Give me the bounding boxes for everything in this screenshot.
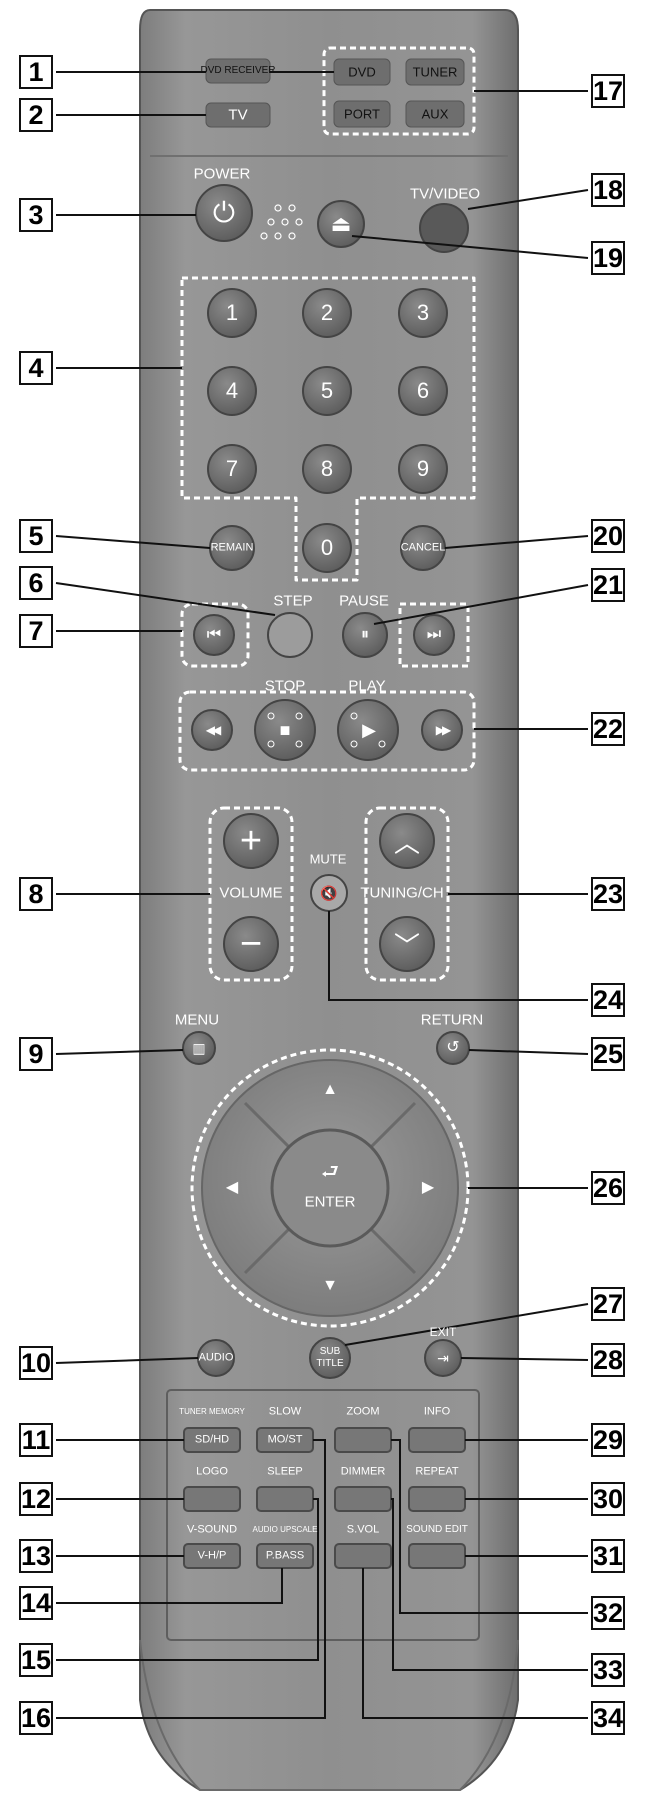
tuning-up-button[interactable]	[379, 813, 435, 869]
number-button-6[interactable]	[398, 366, 448, 416]
rewind-button[interactable]	[191, 709, 233, 751]
play-button[interactable]	[337, 699, 399, 761]
tuning-down-button[interactable]	[379, 916, 435, 972]
navpad-up[interactable]	[295, 1068, 365, 1118]
zoom-button[interactable]	[334, 1427, 392, 1453]
menu-button[interactable]	[182, 1031, 216, 1065]
dimmer-button[interactable]	[334, 1486, 392, 1512]
sd-hd-button[interactable]	[183, 1427, 241, 1453]
navpad-left[interactable]	[208, 1153, 258, 1223]
step-button[interactable]	[267, 612, 313, 658]
number-button-4[interactable]	[207, 366, 257, 416]
mo-st-button[interactable]	[256, 1427, 314, 1453]
stop-button[interactable]	[254, 699, 316, 761]
lower-panel-box	[166, 1389, 480, 1641]
number-group	[180, 276, 476, 582]
number-button-1[interactable]	[207, 288, 257, 338]
volume-down-button[interactable]	[223, 916, 279, 972]
number-button-7[interactable]	[207, 444, 257, 494]
repeat-button[interactable]	[408, 1486, 466, 1512]
audio-button[interactable]	[197, 1339, 235, 1377]
power-button[interactable]	[195, 184, 253, 242]
speaker-holes	[260, 204, 303, 240]
sound-edit-button[interactable]	[408, 1543, 466, 1569]
transport-dots	[267, 712, 386, 748]
skip-forward-button[interactable]	[413, 614, 455, 656]
number-buttons	[207, 288, 448, 573]
number-button-0[interactable]	[302, 523, 352, 573]
remain-button[interactable]	[209, 525, 255, 571]
mute-button[interactable]	[310, 874, 348, 912]
v-hp-button[interactable]	[183, 1543, 241, 1569]
volume-up-button[interactable]	[223, 813, 279, 869]
dvd-button[interactable]	[333, 58, 391, 86]
subtitle-button[interactable]	[309, 1337, 351, 1379]
return-button[interactable]	[436, 1031, 470, 1065]
p-bass-button[interactable]	[256, 1543, 314, 1569]
eject-button[interactable]	[317, 200, 365, 248]
skip-back-group	[180, 602, 250, 668]
source-buttons	[205, 58, 465, 128]
aux-button[interactable]	[405, 100, 465, 128]
number-button-2[interactable]	[302, 288, 352, 338]
cancel-button[interactable]	[400, 525, 446, 571]
tuner-button[interactable]	[405, 58, 465, 86]
transport-group	[178, 690, 476, 772]
number-button-8[interactable]	[302, 444, 352, 494]
exit-button[interactable]	[424, 1339, 462, 1377]
sleep-button[interactable]	[256, 1486, 314, 1512]
pause-button[interactable]	[342, 612, 388, 658]
port-button[interactable]	[333, 100, 391, 128]
navpad-right[interactable]	[402, 1153, 452, 1223]
navpad-dividers	[243, 1101, 417, 1275]
skip-back-button[interactable]	[193, 614, 235, 656]
number-button-9[interactable]	[398, 444, 448, 494]
number-button-3[interactable]	[398, 288, 448, 338]
enter-button[interactable]	[270, 1128, 390, 1248]
tv-button[interactable]	[205, 102, 271, 128]
leader-lines	[55, 71, 589, 1719]
number-button-5[interactable]	[302, 366, 352, 416]
info-button[interactable]	[408, 1427, 466, 1453]
fast-forward-button[interactable]	[421, 709, 463, 751]
logo-button[interactable]	[183, 1486, 241, 1512]
dvd-receiver-button[interactable]	[205, 58, 271, 84]
navpad-down[interactable]	[295, 1258, 365, 1308]
remote-body-bottom	[139, 1639, 519, 1791]
pause-skip-group	[398, 602, 470, 668]
tv-video-button[interactable]	[419, 203, 469, 253]
s-vol-button[interactable]	[334, 1543, 392, 1569]
